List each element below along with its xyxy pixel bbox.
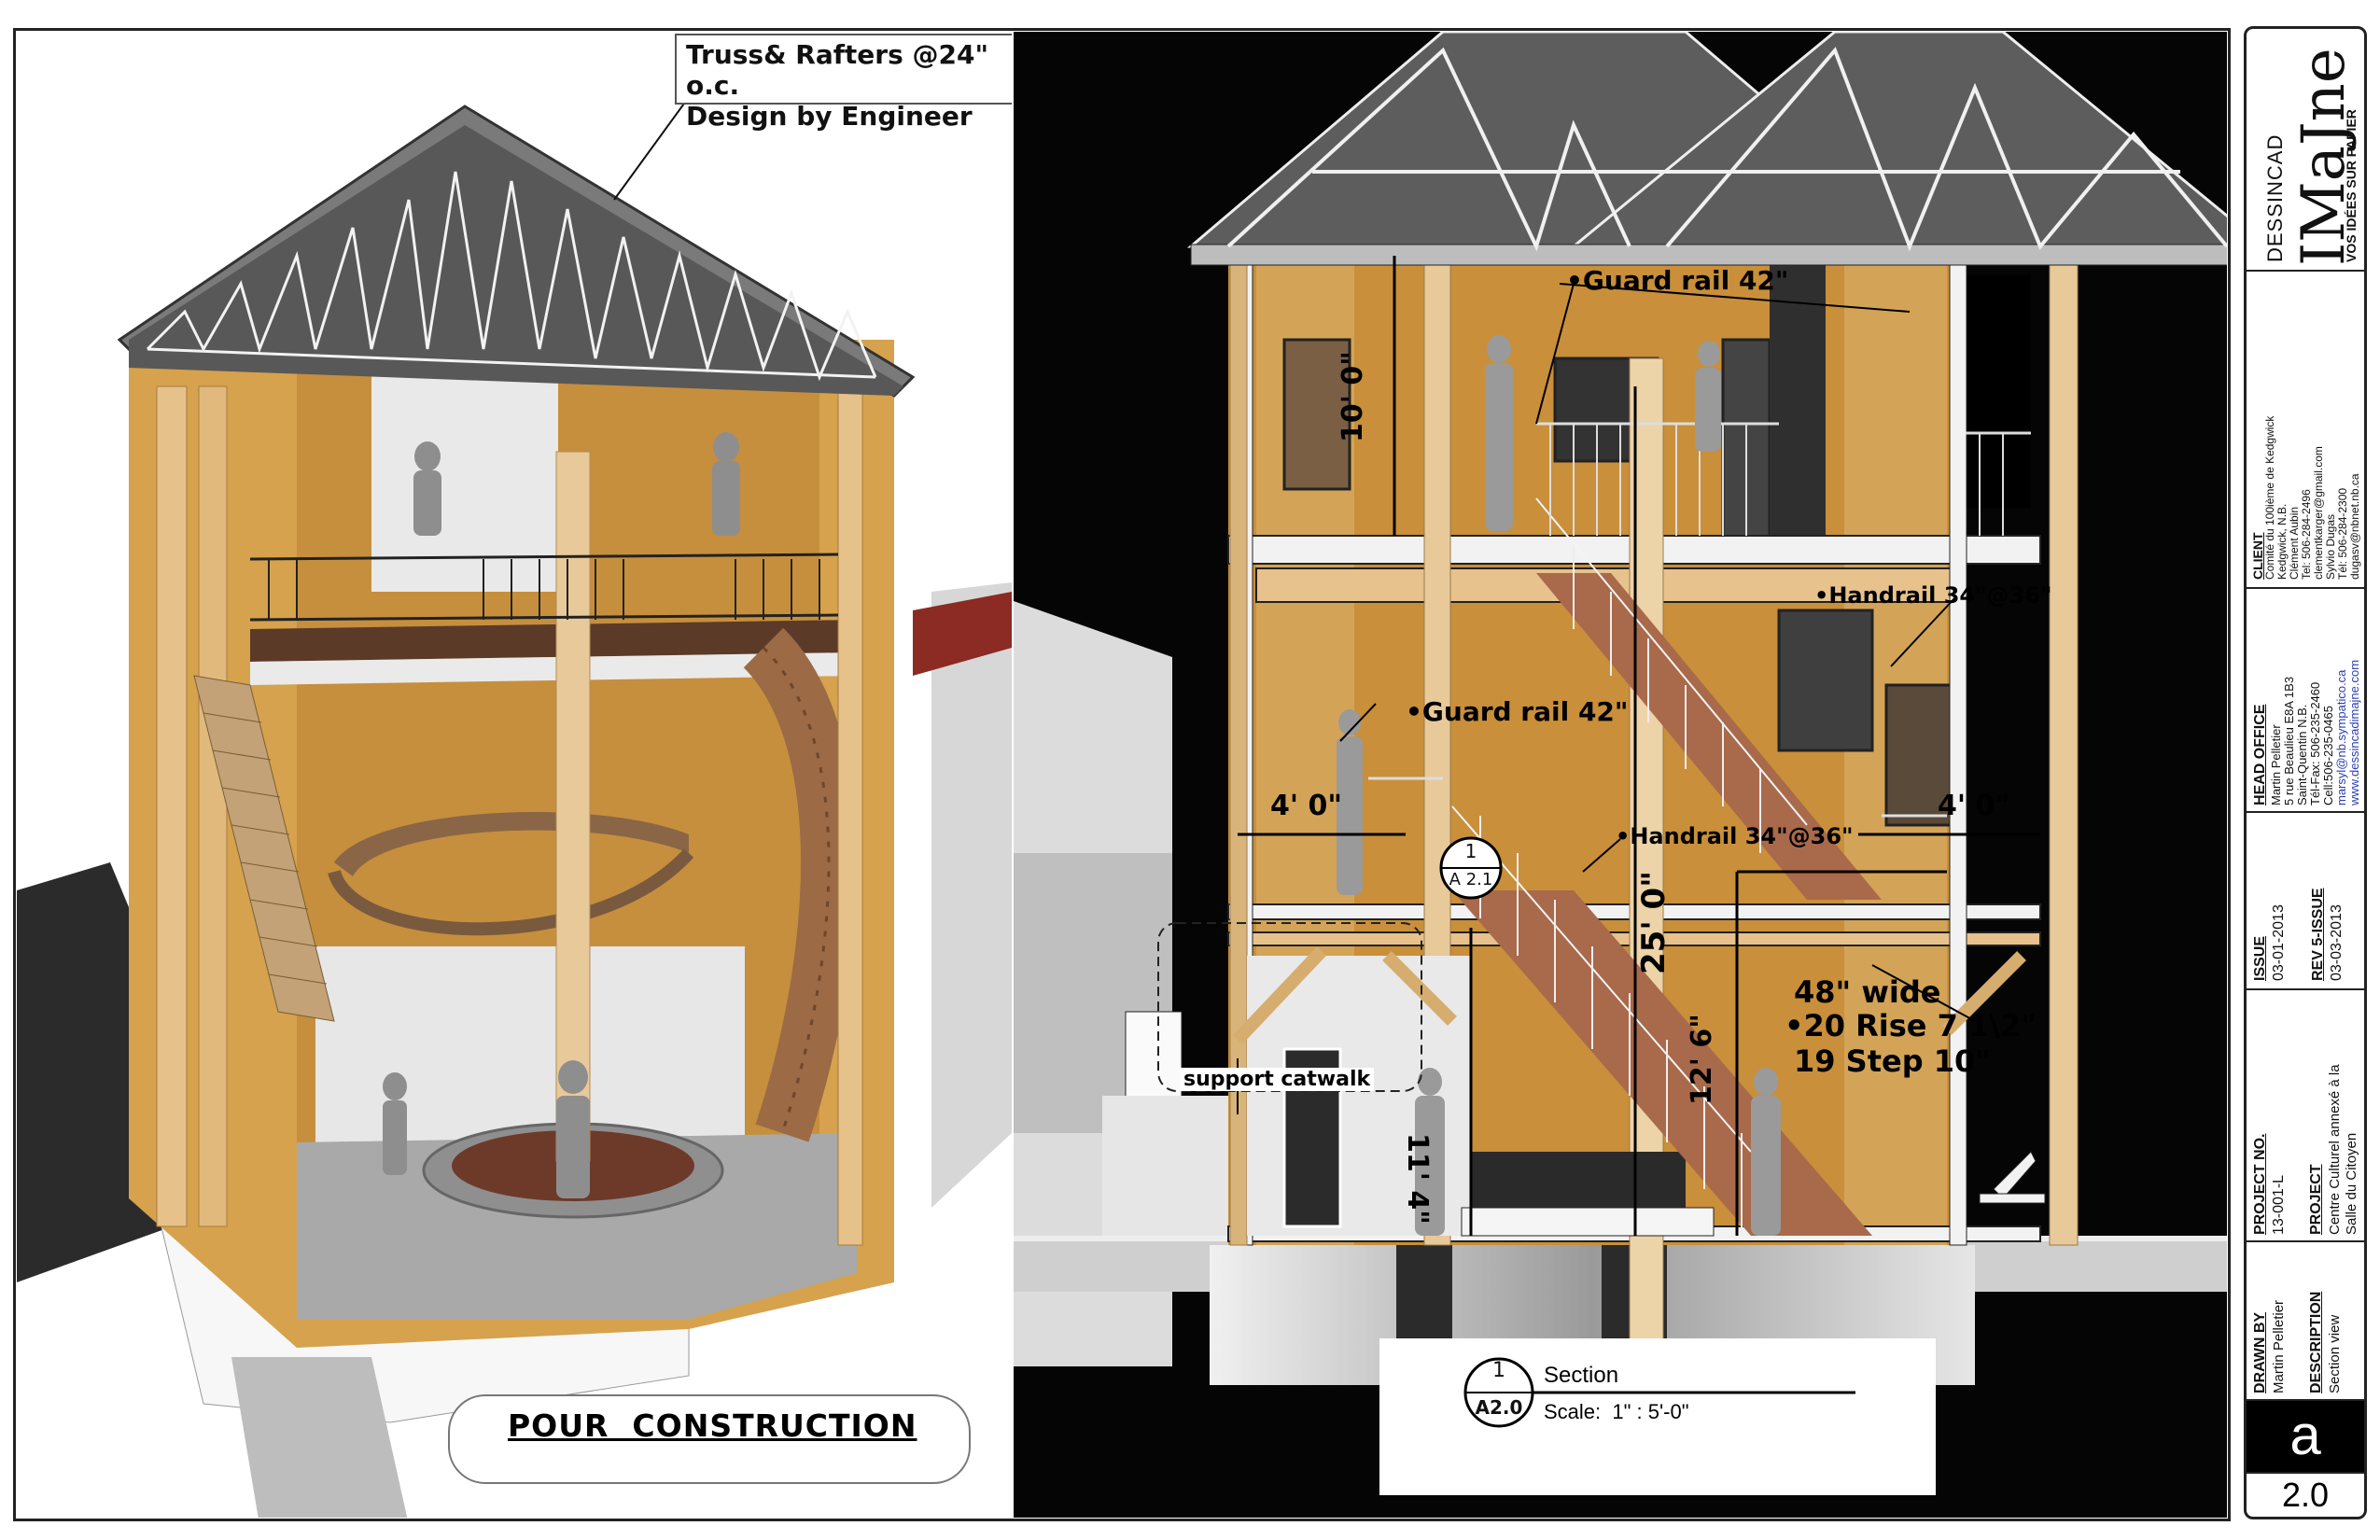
legend-title: Section xyxy=(1544,1363,1619,1388)
dim-4-0-left: 4' 0" xyxy=(1270,790,1343,822)
issue-label: ISSUE xyxy=(2252,935,2268,981)
project-no: 13-001-L xyxy=(2271,1174,2287,1235)
client-line-0: Comité du 100ième de Kedgwick xyxy=(2263,415,2276,580)
head-office-line-0: Martin Pelletier xyxy=(2269,724,2283,805)
client-line-2: Clément Aubin xyxy=(2288,506,2301,580)
handrail-upper-label: •Handrail 34"@36" xyxy=(1814,582,2052,609)
sheet-letter-cell: a xyxy=(2247,1401,2364,1474)
client-line-4: clementkarger@gmail.com xyxy=(2312,446,2325,580)
section-drawing xyxy=(1014,32,2227,1385)
title-block: DESSINCAD IMaJne VOS IDÉES SUR PAPIER CL… xyxy=(2244,26,2367,1519)
section-view: •Guard rail 42" •Handrail 34"@36" •Guard… xyxy=(1014,32,2227,1518)
head-office-line-2: Saint-Quentin N.B. xyxy=(2295,704,2309,805)
3d-cutaway-drawing xyxy=(17,96,1012,1518)
client-line-3: Tel: 506-284-2496 xyxy=(2300,489,2313,580)
project-no-label: PROJECT NO. xyxy=(2252,1133,2268,1235)
logo-top: DESSINCAD xyxy=(2263,133,2287,262)
3d-cutaway-view: Truss& Rafters @24" o.c. Design by Engin… xyxy=(17,32,1012,1518)
guard-rail-upper-label: •Guard rail 42" xyxy=(1566,265,1789,296)
pour-construction-text: POUR CONSTRUCTION xyxy=(508,1407,917,1444)
client-line-7: dugasv@nbnet.nb.ca xyxy=(2348,473,2361,580)
truss-note-line2: Design by Engineer xyxy=(686,101,973,132)
legend-marker-number: 1 xyxy=(1492,1359,1505,1382)
legend-marker-sheet: A2.0 xyxy=(1475,1396,1523,1419)
issue-cell: ISSUE 03-01-2013 REV 5-ISSUE 03-03-2013 xyxy=(2247,813,2364,990)
logo-cell: DESSINCAD IMaJne VOS IDÉES SUR PAPIER xyxy=(2247,29,2364,272)
description: Section view xyxy=(2327,1314,2343,1393)
sheet-number-cell: 2.0 xyxy=(2247,1474,2364,1517)
section-legend: 1 A2.0 Section Scale: 1" : 5'-0" xyxy=(1379,1338,1936,1495)
stair-step-label: 19 Step 10" xyxy=(1794,1043,1991,1079)
truss-note-line1: Truss& Rafters @24" o.c. xyxy=(686,39,989,101)
drawn-by-cell: DRAWN BY Martin Pelletier DESCRIPTION Se… xyxy=(2247,1242,2364,1401)
rev-date: 03-03-2013 xyxy=(2329,904,2345,981)
support-catwalk-label: support catwalk xyxy=(1180,1068,1375,1091)
client-line-5: Sylvio Dugas xyxy=(2324,513,2337,580)
head-office-label: HEAD OFFICE xyxy=(2252,704,2268,805)
sheet-letter: a xyxy=(2289,1404,2321,1466)
issue-date: 03-01-2013 xyxy=(2271,904,2287,981)
stair-width-label: 48" wide xyxy=(1794,974,1941,1010)
dim-12-6: 12' 6" xyxy=(1686,1014,1718,1105)
handrail-lower-label: •Handrail 34"@36" xyxy=(1616,823,1854,849)
dim-4-0-right: 4' 0" xyxy=(1938,790,2010,822)
drawn-by-label: DRAWN BY xyxy=(2252,1311,2268,1393)
sheet-border xyxy=(13,28,2231,1521)
project-line1: Centre Culturel annexé à la xyxy=(2327,1064,2343,1235)
rev-label: REV 5-ISSUE xyxy=(2310,888,2326,981)
head-office-website[interactable]: www.dessincadimajne.com xyxy=(2347,659,2361,805)
dim-25-0: 25' 0" xyxy=(1635,871,1673,974)
pour-construction-stamp: POUR CONSTRUCTION xyxy=(448,1394,971,1484)
logo-tagline: VOS IDÉES SUR PAPIER xyxy=(2344,109,2359,262)
client-cell: CLIENT Comité du 100ième de Kedgwick Ked… xyxy=(2247,272,2364,589)
stair-rise-label: •20 Rise 7 1\2" xyxy=(1785,1008,2037,1043)
head-office-line-3: Tél-Fax: 506-235-2460 xyxy=(2308,681,2322,805)
truss-callout: Truss& Rafters @24" o.c. Design by Engin… xyxy=(675,34,1012,132)
guard-rail-lower-label: •Guard rail 42" xyxy=(1406,696,1629,727)
sheet-number: 2.0 xyxy=(2281,1476,2330,1514)
project-line2: Salle du Citoyen xyxy=(2344,1132,2359,1235)
client-line-1: Kedgwick, N.B. xyxy=(2275,503,2289,580)
legend-scale: Scale: 1" : 5'-0" xyxy=(1544,1400,1689,1423)
project-label: PROJECT xyxy=(2308,1164,2324,1235)
dim-11-4: 11' 4" xyxy=(1401,1133,1434,1225)
section-ref-sheet: A 2.1 xyxy=(1449,870,1493,889)
head-office-line-4: Cell:506-235-0465 xyxy=(2321,706,2335,805)
section-ref-number: 1 xyxy=(1464,840,1477,862)
head-office-cell: HEAD OFFICE Martin Pelletier 5 rue Beaul… xyxy=(2247,589,2364,813)
client-line-6: Tél: 506-284-2300 xyxy=(2336,487,2349,580)
project-cell: PROJECT NO. 13-001-L PROJECT Centre Cult… xyxy=(2247,990,2364,1242)
head-office-line-1: 5 rue Beaulieu E8A 1B3 xyxy=(2282,676,2296,805)
dim-10-0: 10' 0" xyxy=(1337,351,1369,442)
drawn-by: Martin Pelletier xyxy=(2271,1299,2287,1393)
section-legend-marker xyxy=(1463,1357,1855,1428)
description-label: DESCRIPTION xyxy=(2308,1291,2324,1393)
head-office-email[interactable]: marsyl@nb.sympatico.ca xyxy=(2334,669,2348,805)
